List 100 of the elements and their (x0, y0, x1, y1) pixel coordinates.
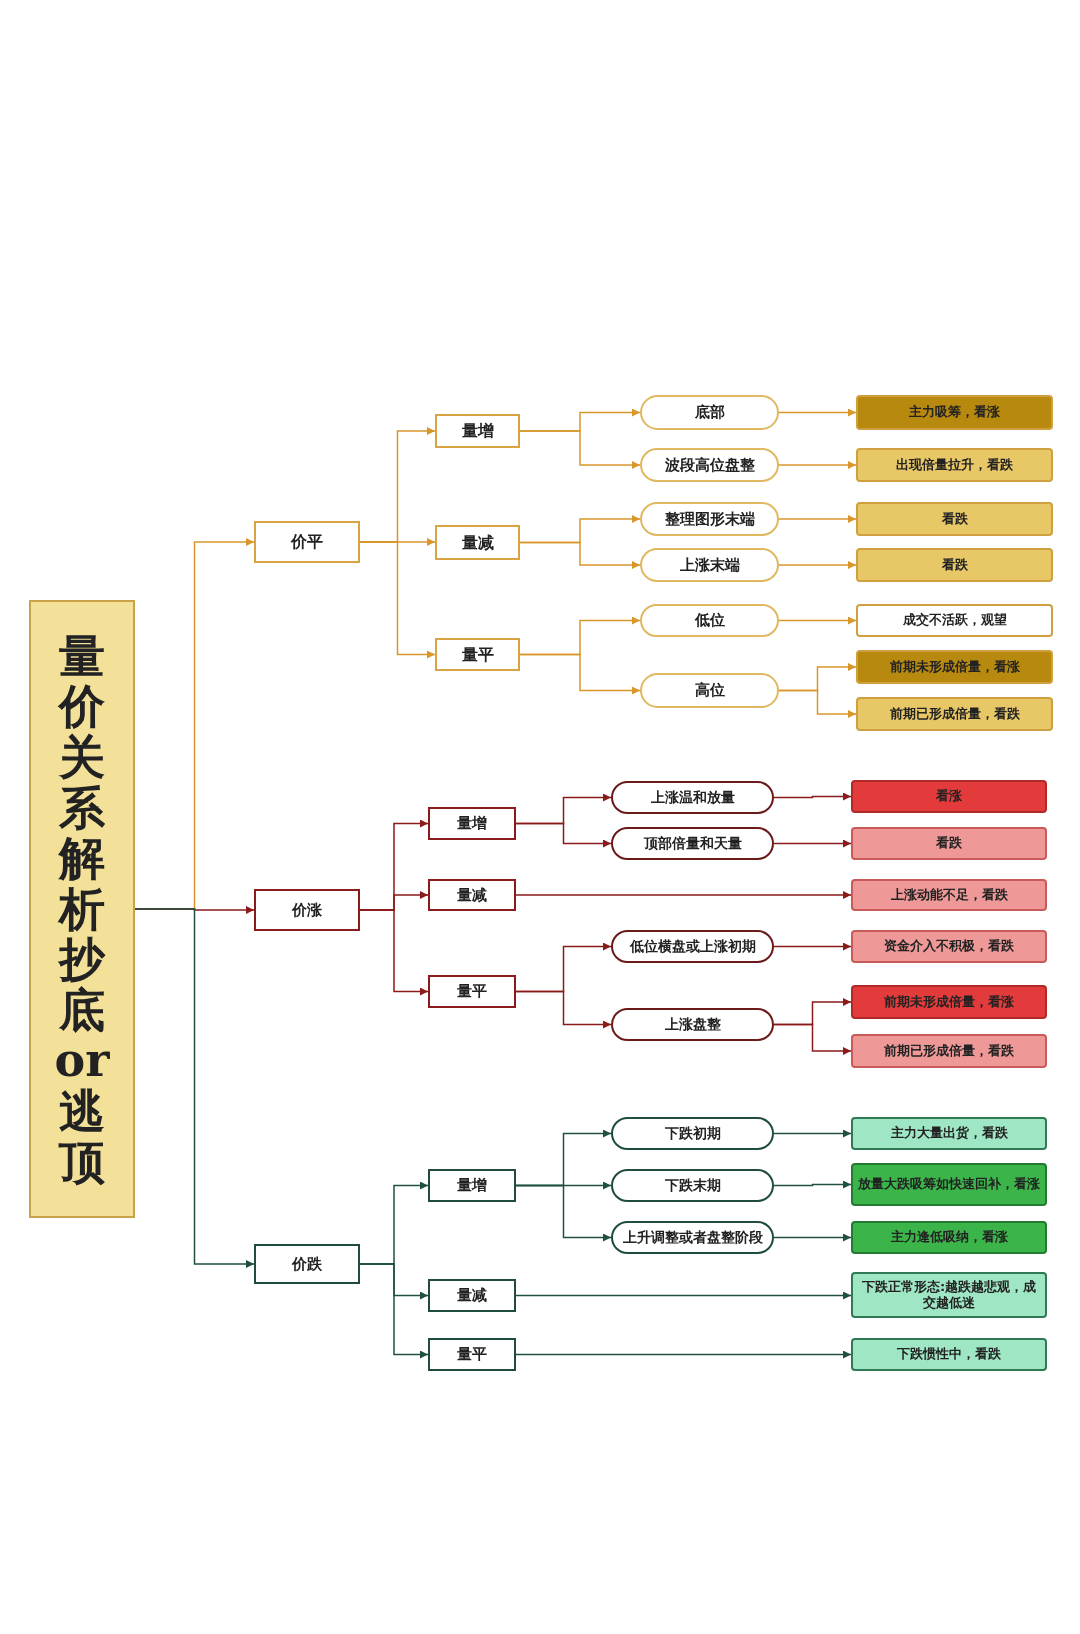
node-text: 放量大跌吸筹如快速回补，看涨 (858, 1176, 1040, 1193)
result-box (851, 1338, 1047, 1371)
node-text: 下跌惯性中，看跌 (897, 1346, 1001, 1363)
category-box (435, 525, 520, 560)
node-text: 前期已形成倍量，看跌 (884, 1042, 1014, 1060)
arrow (773, 942, 852, 951)
node-text: 上升调整或者盘整阶段 (622, 1228, 763, 1247)
arrow (515, 1184, 612, 1242)
node-text: 前期未形成倍量，看涨 (889, 658, 1020, 676)
result-box (856, 448, 1053, 482)
category-box (435, 414, 520, 448)
node-text: 下跌正常形态:越跌越悲观，成交越低迷 (860, 1278, 1038, 1312)
result-box (851, 985, 1047, 1019)
arrow (773, 1233, 852, 1242)
node-text: 量平 (457, 982, 487, 1001)
node-text: 上涨末端 (679, 555, 740, 575)
condition-pill (611, 1221, 774, 1254)
node-text: 低位横盘或上涨初期 (629, 937, 756, 956)
result-box (856, 650, 1053, 684)
node-text: 下跌初期 (664, 1124, 721, 1143)
arrow (778, 515, 857, 523)
node-text: 上涨温和放量 (650, 788, 735, 807)
node-text: 高位 (694, 681, 725, 700)
node-text: 价平 (291, 532, 323, 552)
arrow (515, 1350, 852, 1359)
category-box (254, 889, 360, 931)
result-box (856, 548, 1053, 582)
arrow (134, 908, 255, 1268)
node-text: 价涨 (292, 900, 322, 920)
node-text: 资金介入不积极，看跌 (884, 938, 1014, 955)
result-box (851, 1034, 1047, 1068)
condition-pill (611, 781, 774, 814)
node-text: 量减 (457, 885, 487, 905)
node-text: 上涨盘整 (664, 1015, 721, 1034)
arrow (773, 1180, 852, 1189)
node-text: 看涨 (936, 788, 962, 805)
condition-pill (611, 827, 774, 860)
node-text: 量平 (457, 1345, 487, 1364)
result-box (851, 780, 1047, 813)
condition-pill (611, 1169, 774, 1202)
node-text: 看跌 (941, 510, 968, 528)
condition-pill (640, 502, 779, 536)
arrow (778, 461, 857, 469)
arrow (359, 909, 429, 996)
arrow (515, 822, 612, 848)
node-text: 出现倍量拉升，看跌 (896, 456, 1013, 474)
node-text: 主力大量出货，看跌 (890, 1125, 1008, 1142)
node-text: 低位 (694, 611, 725, 630)
category-box (435, 638, 520, 671)
condition-pill (640, 395, 779, 430)
result-box (851, 827, 1047, 860)
arrow (778, 561, 857, 569)
category-box (254, 1244, 360, 1284)
arrow (519, 541, 641, 569)
category-box (428, 975, 516, 1008)
node-text: 主力逢低吸纳，看涨 (890, 1229, 1008, 1246)
arrow (515, 891, 852, 899)
category-box (254, 521, 360, 563)
category-box (428, 1338, 516, 1371)
condition-pill (640, 548, 779, 582)
result-box (856, 697, 1053, 731)
arrow (778, 689, 857, 718)
result-box (851, 1272, 1047, 1318)
result-box (856, 502, 1053, 536)
result-box (851, 1117, 1047, 1150)
node-text: 看跌 (941, 556, 968, 574)
condition-pill (640, 604, 779, 637)
node-text: 看跌 (936, 835, 962, 852)
condition-pill (640, 448, 779, 482)
node-text: 量减 (461, 532, 494, 553)
arrow (773, 1129, 852, 1138)
node-text: 前期未形成倍量，看涨 (884, 993, 1014, 1011)
arrow (515, 1291, 852, 1300)
arrow (519, 430, 641, 469)
title-text: 量价关系解析抄底or逃顶 (53, 630, 111, 1188)
arrow (515, 990, 612, 1029)
result-box (851, 930, 1047, 963)
result-box (856, 395, 1053, 430)
arrow (773, 792, 852, 801)
arrow (773, 1023, 852, 1055)
node-text: 前期已形成倍量，看跌 (889, 705, 1020, 723)
result-box (856, 604, 1053, 637)
condition-pill (611, 930, 774, 963)
result-box (851, 1163, 1047, 1206)
category-box (428, 879, 516, 911)
category-box (428, 1279, 516, 1312)
node-text: 底部 (694, 403, 725, 422)
node-text: 量增 (457, 814, 487, 833)
condition-pill (611, 1117, 774, 1150)
node-text: 量增 (457, 1176, 487, 1195)
node-text: 量增 (461, 421, 494, 441)
arrow (773, 839, 852, 848)
category-box (428, 807, 516, 840)
arrow (778, 616, 857, 625)
node-text: 价跌 (292, 1254, 322, 1274)
title-box (29, 600, 135, 1218)
condition-pill (640, 673, 779, 708)
node-text: 量平 (461, 644, 494, 665)
node-text: 量减 (457, 1286, 487, 1305)
arrow (778, 408, 857, 417)
